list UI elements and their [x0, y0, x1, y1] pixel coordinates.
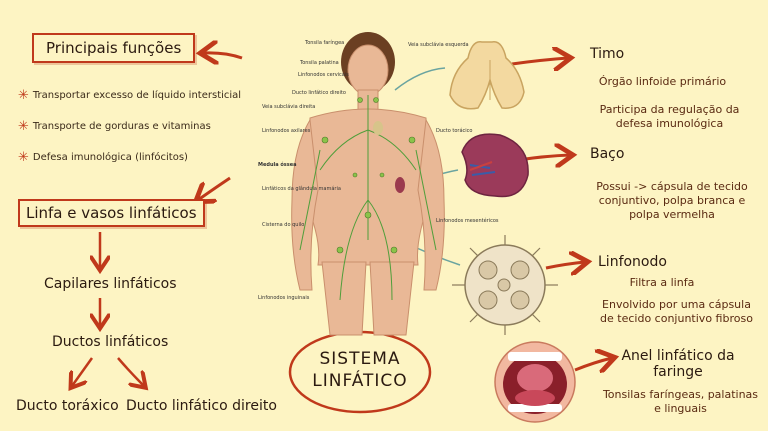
label-linfonodos-axilares: Linfonodos axilares	[262, 128, 311, 134]
label-tonsila-faringea: Tonsila faríngea	[305, 40, 345, 46]
lymph-nodes	[321, 97, 416, 254]
function-text-2: Transporte de gorduras e vitaminas	[32, 121, 211, 132]
connector-timo	[394, 67, 446, 91]
label-ducto-direito: Ducto linfático direito	[292, 90, 346, 96]
function-text-1: Transportar excesso de líquido interstic…	[32, 90, 242, 101]
function-item-1: ✳ Transportar excesso de líquido interst…	[18, 87, 242, 103]
timo-desc-1: Órgão linfoide primário	[598, 75, 727, 88]
label-cisterna: Cisterna do quilo	[262, 222, 305, 228]
vessels-box: Linfa e vasos linfáticos	[18, 199, 205, 227]
label-medula-ossea: Medula óssea	[258, 162, 297, 168]
function-item-2: ✳ Transporte de gorduras e vitaminas	[18, 118, 211, 134]
arrow-to-linfonodo	[545, 262, 585, 268]
asterisk-icon: ✳	[18, 118, 29, 134]
function-item-3: ✳ Defesa imunológica (linfócitos)	[18, 149, 188, 165]
functions-box: Principais funções	[32, 33, 196, 63]
vessels-title: Linfa e vasos linfáticos	[26, 204, 197, 222]
arrow-to-thoracic	[72, 357, 94, 386]
mouth-illustration	[494, 341, 576, 423]
spleen-illustration	[461, 133, 529, 198]
label-linfonodos-inguinais: Linfonodos inguinais	[258, 295, 310, 301]
main-title-line2: LINFÁTICO	[312, 371, 408, 391]
baco-desc: Possui -> cápsula de tecido conjuntivo, …	[596, 180, 748, 221]
arrow-to-timo	[511, 58, 568, 64]
label-linfaticos-mama: Linfáticos da glândula mamária	[262, 186, 341, 192]
functions-title: Principais funções	[46, 39, 182, 57]
lymph-vessels	[299, 95, 437, 301]
asterisk-icon: ✳	[18, 87, 29, 103]
capillaries-node: Capilares linfáticos	[44, 276, 177, 292]
arrow-to-functions	[203, 53, 243, 58]
baco-title: Baço	[590, 146, 625, 162]
thoracic-duct-node: Ducto toráxico	[16, 398, 119, 414]
ducts-node: Ductos linfáticos	[52, 334, 169, 350]
label-veia-esquerda: Veia subclávia esquerda	[408, 42, 469, 48]
thymus-illustration	[449, 41, 525, 110]
anel-title: Anel linfático da faringe	[621, 348, 735, 380]
main-title: SISTEMA LINFÁTICO	[300, 348, 420, 392]
arrow-to-right-duct	[117, 357, 144, 386]
label-linfonodos-cervicais: Linfonodos cervicais	[298, 72, 349, 78]
lymph-node-illustration	[452, 235, 558, 335]
linfonodo-desc-1: Filtra a linfa	[629, 276, 695, 289]
label-tonsila-palatina: Tonsila palatina	[300, 60, 339, 66]
arrow-to-vessels	[198, 176, 231, 200]
right-duct-node: Ducto linfático direito	[126, 398, 277, 414]
timo-desc-2: Participa da regulação da defesa imunoló…	[599, 103, 740, 130]
arrow-to-anel	[574, 358, 612, 370]
label-veia-direita: Veia subclávia direita	[262, 104, 316, 110]
asterisk-icon: ✳	[18, 149, 29, 165]
timo-title: Timo	[590, 46, 625, 62]
linfonodo-title: Linfonodo	[598, 254, 667, 270]
function-text-3: Defesa imunológica (linfócitos)	[32, 152, 188, 163]
anel-desc: Tonsilas faríngeas, palatinas e linguais	[602, 388, 759, 415]
spleen-small	[395, 177, 405, 193]
label-linfonodos-mesentericos: Linfonodos mesentéricos	[436, 218, 499, 224]
label-ducto-toracico: Ducto torácico	[436, 128, 473, 134]
main-title-line1: SISTEMA	[319, 349, 401, 369]
linfonodo-desc-2: Envolvido por uma cápsula de tecido conj…	[600, 298, 753, 325]
thymus-small	[373, 121, 383, 135]
